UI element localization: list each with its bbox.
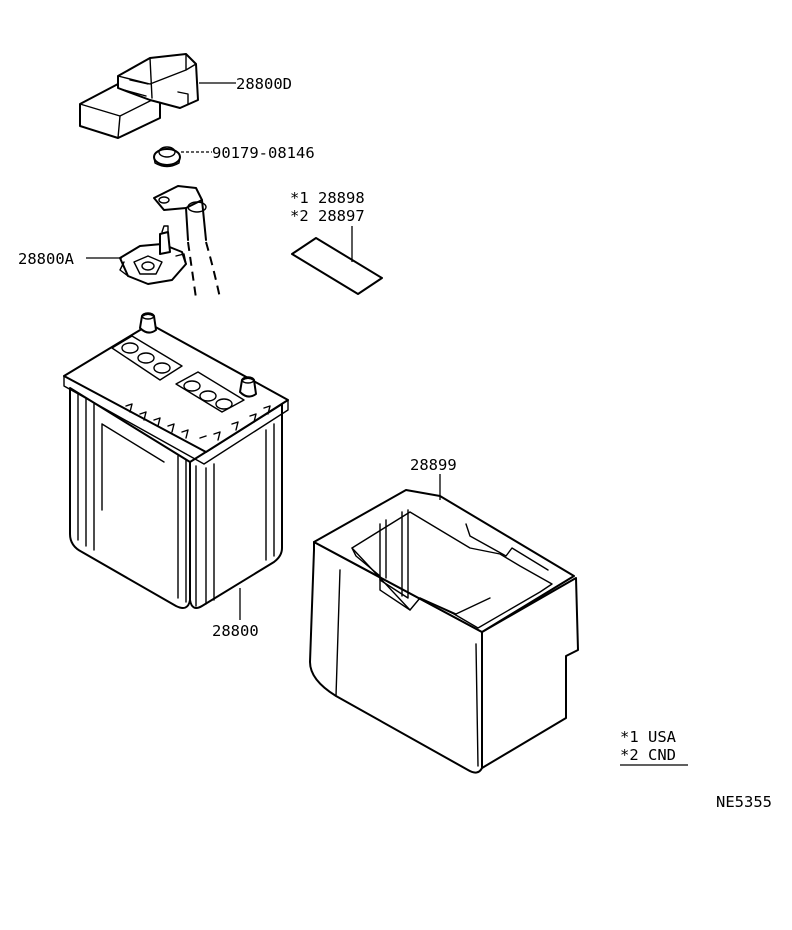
terminal-clamp-part bbox=[119, 225, 187, 285]
part-number-sticker-usa: *1 28898 bbox=[290, 189, 365, 207]
battery-part bbox=[63, 312, 289, 609]
part-number-clamp: 28800A bbox=[18, 250, 75, 268]
terminal-cover-part bbox=[79, 53, 199, 139]
caution-sticker-part bbox=[291, 237, 383, 295]
legend-usa: *1 USA bbox=[620, 728, 677, 746]
nut-part bbox=[153, 146, 181, 168]
part-number-sticker-cnd: *2 28897 bbox=[290, 207, 365, 225]
legend-cnd: *2 CND bbox=[620, 746, 676, 764]
diagram-code: NE5355 bbox=[716, 793, 772, 811]
battery-cable-part bbox=[153, 185, 221, 299]
battery-tray-part bbox=[309, 489, 579, 774]
part-number-nut: 90179-08146 bbox=[212, 144, 315, 162]
part-number-battery: 28800 bbox=[212, 622, 259, 640]
part-number-cover: 28800D bbox=[236, 75, 292, 93]
part-number-tray: 28899 bbox=[410, 456, 457, 474]
